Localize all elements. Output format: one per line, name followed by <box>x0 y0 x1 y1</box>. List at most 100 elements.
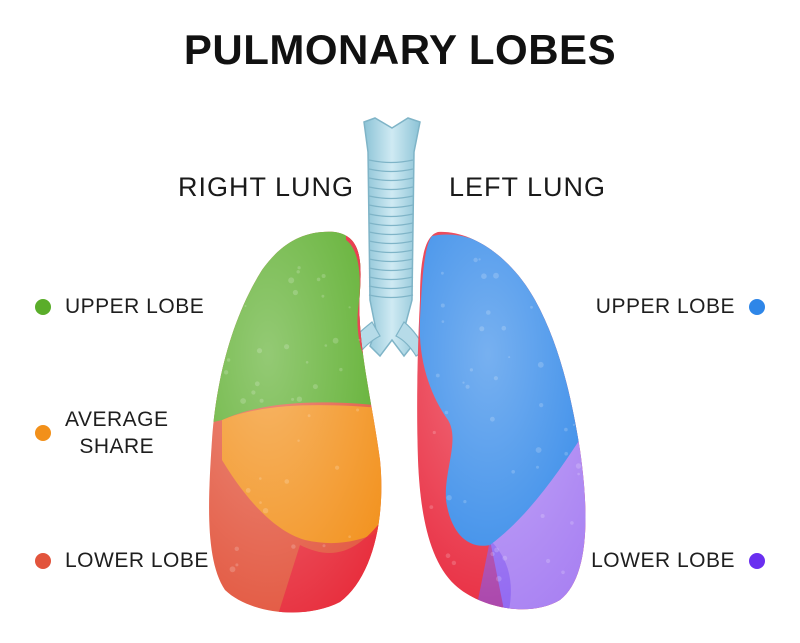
right-lung <box>209 231 382 613</box>
surface-texture-dot <box>564 427 568 432</box>
surface-texture-dot <box>259 477 262 480</box>
legend-right-average-share: AVERAGE SHARE <box>35 406 168 460</box>
surface-texture-dot <box>445 553 451 558</box>
surface-texture-dot <box>508 356 511 359</box>
legend-label: AVERAGE SHARE <box>65 408 169 458</box>
surface-texture-dot <box>493 376 498 381</box>
surface-texture-dot <box>441 320 445 323</box>
surface-texture-dot <box>321 294 325 298</box>
surface-texture-dot <box>577 472 580 476</box>
surface-texture-dot <box>262 508 269 514</box>
right-lung-label: RIGHT LUNG <box>178 172 355 202</box>
surface-texture-dot <box>316 277 321 282</box>
surface-texture-dot <box>563 283 567 288</box>
surface-texture-dot <box>473 257 478 263</box>
surface-texture-dot <box>446 495 452 501</box>
surface-texture-dot <box>296 396 303 402</box>
green-dot-icon <box>35 298 51 315</box>
surface-texture-dot <box>561 570 565 575</box>
trachea-ring <box>368 249 414 254</box>
surface-texture-dot <box>296 270 300 274</box>
surface-texture-dot <box>332 337 339 344</box>
surface-texture-dot <box>335 465 340 470</box>
surface-texture-dot <box>540 514 545 518</box>
surface-texture-dot <box>240 398 247 404</box>
trachea-ring <box>368 204 414 209</box>
surface-texture-dot <box>229 566 236 573</box>
surface-texture-dot <box>575 463 582 469</box>
surface-texture-dot <box>251 390 256 395</box>
surface-texture-dot <box>552 308 557 313</box>
trachea-ring <box>368 177 414 182</box>
surface-texture-dot <box>254 381 260 387</box>
surface-texture-dot <box>305 361 309 364</box>
surface-texture-dot <box>462 381 465 384</box>
surface-texture-dot <box>288 277 295 284</box>
surface-texture-dot <box>235 563 239 567</box>
surface-texture-dot <box>530 305 533 309</box>
surface-texture-dot <box>511 470 515 474</box>
surface-texture-dot <box>486 310 491 315</box>
surface-texture-dot <box>244 305 247 307</box>
surface-texture-dot <box>223 370 229 375</box>
surface-texture-dot <box>502 555 508 561</box>
surface-texture-dot <box>284 479 290 484</box>
trachea-ring <box>368 159 414 164</box>
surface-texture-dot <box>348 306 351 309</box>
trachea-ring <box>368 285 414 290</box>
surface-texture-dot <box>324 344 328 347</box>
surface-texture-dot <box>297 266 301 270</box>
trachea-ring <box>368 195 414 200</box>
legend-left-upper-lobe: UPPER LOBE <box>596 293 765 320</box>
page-title: PULMONARY LOBES <box>183 26 617 73</box>
surface-texture-dot <box>490 551 495 557</box>
surface-texture-dot <box>440 303 445 308</box>
surface-texture-dot <box>537 361 544 368</box>
legend-label: LOWER LOBE <box>65 549 209 572</box>
surface-texture-dot <box>284 344 290 350</box>
surface-texture-dot <box>539 403 544 408</box>
red-dot-icon <box>35 552 51 569</box>
surface-texture-dot <box>501 325 507 331</box>
surface-texture-dot <box>366 358 371 363</box>
surface-texture-dot <box>322 544 326 548</box>
surface-texture-dot <box>348 535 351 538</box>
trachea-ring <box>368 222 414 227</box>
surface-texture-dot <box>444 410 449 415</box>
surface-texture-dot <box>245 488 251 493</box>
surface-texture-dot <box>256 348 263 354</box>
surface-texture-dot <box>291 397 295 401</box>
trachea-ring <box>368 231 414 236</box>
surface-texture-dot <box>479 326 485 332</box>
legend-right-lower-lobe: LOWER LOBE <box>35 547 209 574</box>
trachea-ring <box>368 294 414 299</box>
trachea-ring <box>368 240 414 245</box>
purple-dot-icon <box>749 552 765 569</box>
trachea-ring <box>368 267 414 272</box>
surface-texture-dot <box>226 358 231 362</box>
surface-texture-dot <box>465 384 470 389</box>
legend-label: UPPER LOBE <box>65 295 205 318</box>
surface-texture-dot <box>358 338 361 341</box>
surface-texture-dot <box>297 439 300 442</box>
legend-label: UPPER LOBE <box>595 295 735 318</box>
surface-texture-dot <box>292 289 298 296</box>
surface-texture-dot <box>367 562 373 568</box>
left-lung <box>417 231 586 610</box>
surface-texture-dot <box>490 416 495 422</box>
trachea-ring <box>368 168 414 173</box>
surface-texture-dot <box>291 544 296 549</box>
legend-label: LOWER LOBE <box>591 549 735 572</box>
legend-left-lower-lobe: LOWER LOBE <box>591 547 765 574</box>
surface-texture-dot <box>570 521 574 525</box>
surface-texture-dot <box>307 414 311 418</box>
surface-texture-dot <box>564 451 568 456</box>
orange-dot-icon <box>35 425 51 441</box>
surface-texture-dot <box>371 400 375 403</box>
surface-texture-dot <box>259 398 264 403</box>
blue-dot-icon <box>749 298 765 315</box>
surface-texture-dot <box>356 408 360 412</box>
surface-texture-dot <box>494 547 499 553</box>
surface-texture-dot <box>451 560 457 566</box>
